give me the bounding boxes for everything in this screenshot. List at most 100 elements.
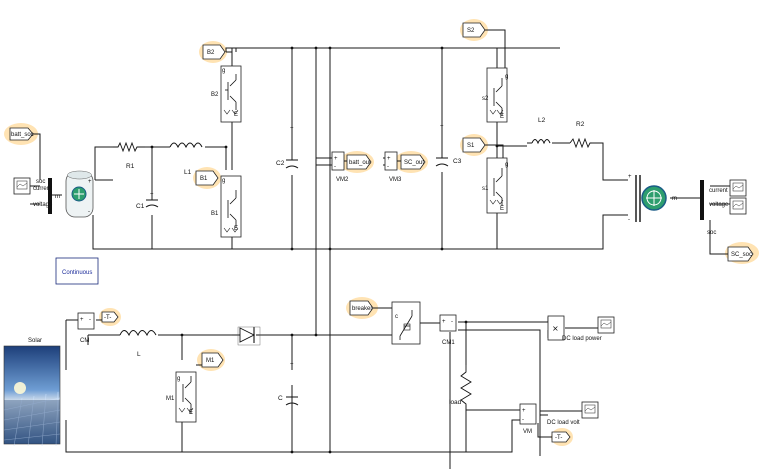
c-label: C [278,395,283,402]
batt-m-port-label: m [55,194,60,200]
powergui-label: Continuous [62,270,92,276]
tag-sc-soc[interactable]: SC_soc [727,246,754,262]
s1-inner-label: s1 [482,186,489,192]
m1-e-label: E [189,410,193,416]
supercapacitor-block[interactable]: + - m [628,174,677,223]
tag-highlights [4,19,759,446]
voltmeter-vm[interactable]: + - VM [519,403,537,435]
junction-dots [150,46,499,454]
s2-inner-label: s2 [482,96,489,102]
vm-minus: - [522,417,524,423]
tag-b1[interactable]: B1 [195,170,219,186]
goto-tag-1-label: -T- [104,315,111,321]
product-block[interactable]: × [547,315,565,341]
svg-text:+: + [290,362,294,368]
c2-label: C2 [276,160,285,167]
voltmeter-vm3[interactable]: + - VM3 [384,151,402,183]
cm-plus: + [80,317,84,323]
battery-plus-label: + [88,179,92,185]
tag-m1-label: M1 [206,358,215,364]
sc-scope-current[interactable] [729,179,747,197]
circuit-breaker[interactable]: c [391,301,421,345]
dc-load-power-label: DC load power [562,336,602,342]
batt-current-port-label: current [33,186,52,192]
l-label: L [137,351,141,358]
tag-breaker[interactable]: breaker [349,300,374,316]
goto-tag-2-label: -T- [555,435,562,441]
sc-scope-voltage[interactable] [729,197,747,215]
tag-sc-out[interactable]: SC_out [400,154,426,170]
solar-panel-block[interactable]: Solar [3,338,61,447]
voltmeter-vm2[interactable]: + - VM2 [331,151,349,183]
inductor-l1[interactable]: L1 [169,142,203,176]
capacitor-c1[interactable]: + C1 [136,192,159,210]
cm-minus: - [89,317,91,323]
s1-e-label: E [500,206,504,212]
r2-label: R2 [576,121,585,128]
sc-plus-label: + [628,174,632,180]
mosfet-m1[interactable]: M1 E g [166,364,202,423]
tag-sc-out-label: SC_out [404,160,424,166]
m1-g-label: g [177,376,180,382]
capacitor-c3[interactable]: + C3 [435,124,462,167]
sc-m-port-label: m [672,196,677,202]
batt-scope[interactable] [13,177,31,195]
cm1-plus: + [442,319,446,325]
sc-bus-selector[interactable]: current voltage soc [700,180,729,236]
igbt-b2[interactable]: B2 E g [211,65,242,123]
battery-block[interactable]: + - [65,170,94,218]
scope-dc-load-power[interactable]: DC load power [562,316,615,342]
load-label: load [449,399,462,406]
tag-b1-label: B1 [200,176,208,182]
tag-b2[interactable]: B2 [202,44,226,60]
ammeter-cm1[interactable]: + - CM1 [439,314,457,346]
resistor-r1[interactable]: R1 [113,141,145,170]
b2-e-label: E [234,112,238,118]
svg-text:+: + [150,192,154,198]
s2-g-label: g [505,74,508,80]
tag-b2-label: B2 [207,50,215,56]
inductor-l2[interactable]: L2 [531,117,551,145]
l2-label: L2 [538,117,546,124]
resistor-r2[interactable]: R2 [569,121,592,149]
ammeter-cm[interactable]: + - CM [77,312,95,344]
tag-s1[interactable]: S1 [462,137,486,153]
igbt-s2[interactable]: s2 E g [482,67,508,123]
tag-m1[interactable]: M1 [201,352,224,368]
tag-batt-out[interactable]: batt_out [346,154,372,170]
vm3-label: VM3 [389,177,402,183]
b1-inner-label: B1 [211,211,219,217]
diode[interactable] [232,326,261,346]
c1-label: C1 [136,203,145,210]
scope-dc-load-volt[interactable]: DC load volt [547,401,599,426]
capacitor-c[interactable]: + C [278,362,299,406]
tag-batt-soc[interactable]: batt_soc [9,127,34,141]
load-resistor[interactable]: load [449,365,472,406]
cm1-label: CM1 [442,340,455,346]
capacitor-c2[interactable]: + C2 [276,126,299,169]
igbt-b1[interactable]: B1 E g [211,175,242,238]
dc-load-volt-label: DC load volt [547,420,580,426]
sc-voltage-port-label: voltage [709,202,729,208]
c3-label: C3 [453,158,462,165]
goto-tag-2[interactable]: -T- [551,431,571,443]
sc-soc-port-label: soc [707,230,716,236]
tag-s1-label: S1 [467,143,475,149]
vm2-label: VM2 [336,177,349,183]
batt-bus-selector[interactable]: soc current voltage m [33,178,60,214]
powergui-continuous[interactable]: Continuous [55,257,99,285]
vm2-minus: - [334,164,336,170]
b2-g-label: g [222,68,225,74]
breaker-c-label: c [395,314,398,320]
inductor-l[interactable]: L [119,330,157,359]
sc-current-port-label: current [709,188,728,194]
tag-s2[interactable]: S2 [462,22,486,38]
vm3-plus: + [387,156,391,162]
goto-tag-1[interactable]: -T- [101,311,119,323]
igbt-s1[interactable]: s1 E g [482,157,508,214]
s2-e-label: E [500,114,504,120]
tag-batt-out-label: batt_out [349,160,371,166]
cm-label: CM [80,338,89,344]
l1-label: L1 [184,169,192,176]
